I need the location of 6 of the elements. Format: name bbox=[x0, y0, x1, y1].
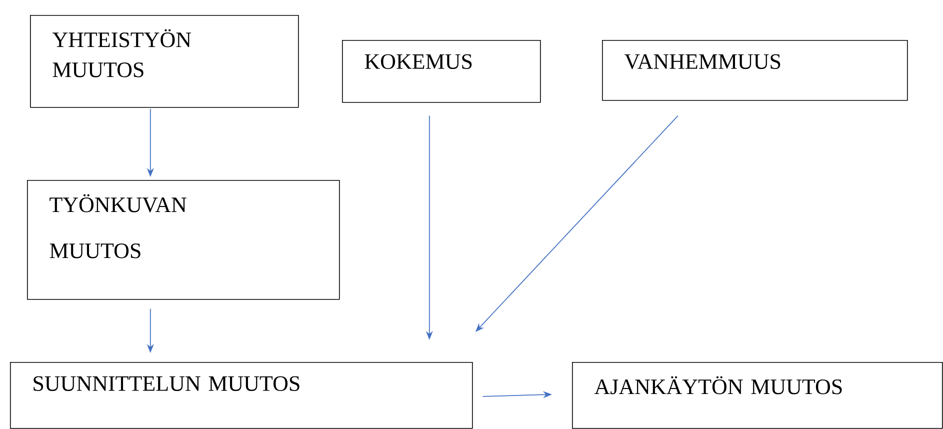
text-box: AJANKÄYTÖN MUUTOS bbox=[572, 362, 943, 429]
text-box: KOKEMUS bbox=[342, 40, 541, 103]
text-box: VANHEMMUUS bbox=[602, 40, 908, 101]
text-box: YHTEISTYÖN MUUTOS bbox=[30, 15, 299, 108]
text-box: SUUNNITTELUN MUUTOS bbox=[10, 362, 473, 429]
text-box: TYÖNKUVAN MUUTOS bbox=[27, 180, 340, 300]
